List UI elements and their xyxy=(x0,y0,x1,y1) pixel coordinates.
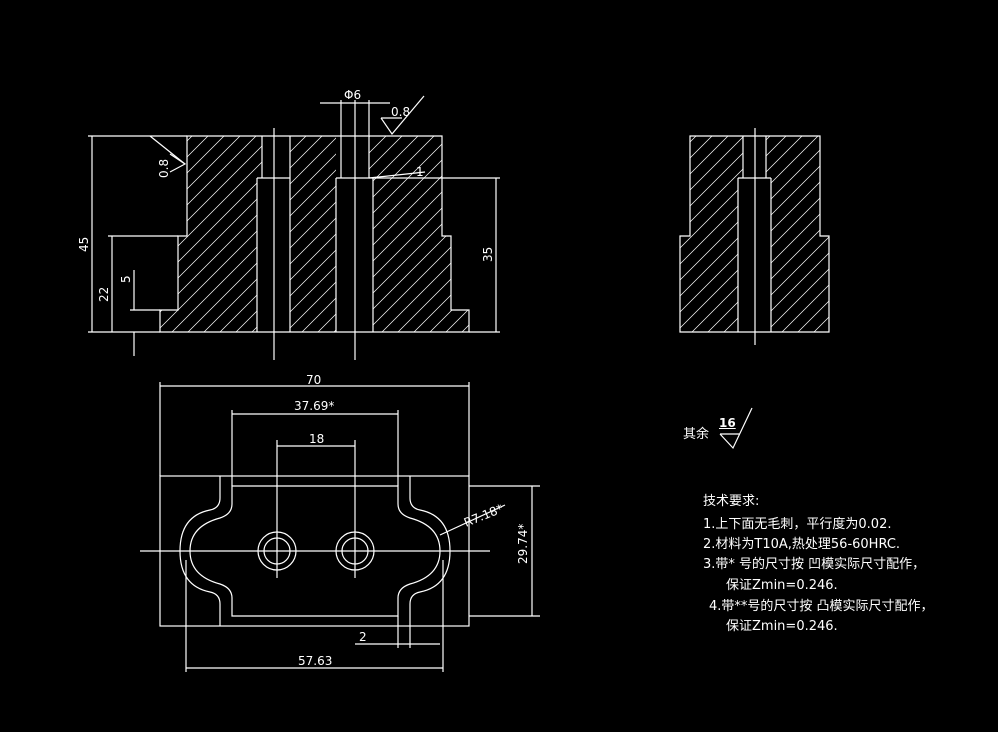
top-view xyxy=(140,382,540,672)
dim-roughness-left: 0.8 xyxy=(157,159,171,178)
dim-roughness-top: 0.8 xyxy=(391,105,410,119)
front-view-hatching xyxy=(160,136,469,332)
roughness-note: 其余 xyxy=(683,423,709,442)
dim-57-63: 57.63 xyxy=(298,654,332,668)
dim-r7-18: R7.18* xyxy=(462,501,505,529)
tech-requirement-1: 1.上下面无毛刺，平行度为0.02. xyxy=(703,517,892,532)
roughness-prefix: 其余 xyxy=(683,427,710,442)
tech-requirement-3: 3.带* 号的尺寸按 凹模实际尺寸配作， xyxy=(703,557,926,572)
roughness-symbol xyxy=(719,407,753,450)
roughness-value: 16 xyxy=(719,416,736,430)
dim-35: 35 xyxy=(481,247,495,262)
dim-5: 5 xyxy=(119,275,133,283)
dim-29-74: 29.74* xyxy=(516,524,530,564)
dim-2: 2 xyxy=(359,630,367,644)
front-section-view xyxy=(88,95,500,360)
dim-70: 70 xyxy=(306,373,321,387)
tech-requirements-title: 技术要求: xyxy=(703,494,760,509)
dim-one: 1 xyxy=(416,165,424,179)
dim-37-69: 37.69* xyxy=(294,399,334,413)
tech-requirement-2: 2.材料为T10A,热处理56-60HRC. xyxy=(703,537,901,552)
tech-requirement-4: 4.带**号的尺寸按 凸模实际尺寸配作， xyxy=(709,599,934,614)
tech-requirement-3-cont: 保证Zmin=0.246. xyxy=(726,578,838,593)
dim-18: 18 xyxy=(309,432,324,446)
dim-45: 45 xyxy=(77,237,91,252)
dim-phi6: Φ6 xyxy=(344,88,361,102)
dim-22: 22 xyxy=(97,287,111,302)
side-section-view xyxy=(679,128,830,345)
side-view-hatching xyxy=(680,136,829,332)
tech-requirement-4-cont: 保证Zmin=0.246. xyxy=(726,619,838,634)
